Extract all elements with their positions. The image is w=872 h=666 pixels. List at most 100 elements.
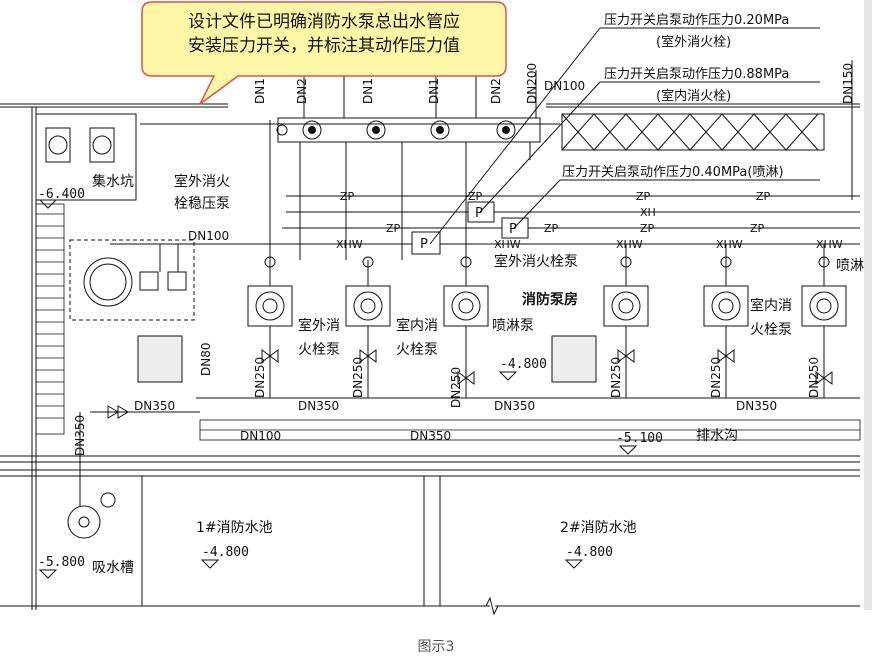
outdoor-pump-label-2: 火栓泵 (298, 342, 340, 358)
pump-set-1 (247, 256, 293, 398)
callout-bubble (141, 1, 507, 105)
suction-tank (35, 412, 143, 607)
pipe-size-dn100: DN100 (240, 429, 281, 443)
pipe-size-dn250: DN250 (709, 357, 723, 398)
sprinkler-cut-label: 喷淋 (836, 258, 864, 274)
pump-set-4 (603, 244, 649, 398)
annotation-outdoor-pressure: 压力开关启泵动作压力0.20MPa (604, 13, 789, 28)
zp-label: ZP (468, 190, 483, 203)
zp-label: ZP (640, 222, 655, 235)
concrete-blocks (137, 335, 597, 383)
trench-hatch (199, 419, 861, 441)
wall-hatch-left (35, 203, 65, 435)
pipe-size-dn350: DN350 (134, 399, 175, 413)
risers (269, 60, 853, 260)
pool1-level: -4.800 (202, 545, 249, 560)
xhw-label: XHW (816, 238, 843, 251)
annotation-outdoor-sub: (室外消火栓) (656, 34, 731, 50)
annotation-sprinkler-pressure: 压力开关启泵动作压力0.40MPa(喷淋) (562, 165, 784, 180)
pressure-switch-p: P (475, 206, 483, 221)
pump-room-level: -4.800 (500, 357, 547, 372)
pipe-size-dn250: DN250 (351, 357, 365, 398)
outdoor-pump-label-1: 室外消 (298, 317, 340, 334)
pump-set-2 (345, 256, 391, 398)
drain-ditch-label: 排水沟 (696, 428, 738, 444)
sump-level: -6.400 (38, 187, 85, 202)
sump-pit (35, 113, 137, 201)
pipe-size-dn1: DN1 (427, 78, 441, 104)
pipe-size-labels: DN250 DN250 DN250 DN250 DN250 DN250 DN80… (73, 63, 855, 456)
pipe-codes: ZP ZP ZP ZP XH ZP ZP ZP ZP XHW XHW XHW X… (336, 190, 843, 251)
annotation-leaders (429, 27, 820, 245)
xh-label: XH (640, 206, 656, 219)
callout-line-2: 安装压力开关，并标注其动作压力值 (188, 36, 460, 56)
xhw-label: XHW (336, 238, 363, 251)
pipe-size-dn350: DN350 (298, 399, 339, 413)
xhw-label: XHW (716, 238, 743, 251)
top-header (277, 117, 541, 143)
indoor-pump-label-2: 火栓泵 (396, 342, 438, 358)
level-markers (38, 199, 638, 579)
zp-label: ZP (750, 222, 765, 235)
pump-set-6 (801, 244, 847, 398)
pipe-size-dn100: DN100 (544, 79, 585, 93)
pipe-size-dn100: DN100 (188, 229, 229, 243)
indoor-pump-label-1: 室内消 (396, 317, 438, 334)
figure-caption: 图示3 (417, 639, 455, 655)
top-header-pumps (276, 120, 516, 140)
sump-label: 集水坑 (92, 173, 134, 190)
pipe-size-dn150: DN150 (841, 63, 855, 104)
pipe-size-dn250: DN250 (253, 357, 267, 398)
callout-line-1: 设计文件已明确消防水泵总出水管应 (188, 12, 460, 32)
zp-label: ZP (386, 222, 401, 235)
indoor-pump-b-label-2: 火栓泵 (750, 322, 792, 338)
pipe-size-dn1: DN1 (361, 78, 375, 104)
pool2-label: 2#消防水池 (560, 520, 637, 536)
pipe-size-dn350: DN350 (73, 415, 87, 456)
pool2-level: -4.800 (566, 545, 613, 560)
header-pipes (90, 195, 860, 413)
vertical-scrollbar[interactable] (864, 0, 872, 610)
pump-room-label: 消防泵房 (522, 291, 578, 308)
pipe-size-dn2: DN2 (295, 78, 309, 104)
pressure-annotations: 压力开关启泵动作压力0.20MPa (室外消火栓) 压力开关启泵动作压力0.88… (562, 13, 789, 180)
xhw-label: XHW (494, 238, 521, 251)
pressure-switch-p: P (420, 237, 428, 252)
xhw-label: XHW (616, 238, 643, 251)
room-labels: 集水坑 -6.400 室外消火 栓稳压泵 消防泵房 -4.800 室外消 火栓泵… (38, 173, 864, 576)
zp-label: ZP (636, 190, 651, 203)
pipe-size-dn350: DN350 (410, 429, 451, 443)
pipe-size-dn350: DN350 (494, 399, 535, 413)
pipe-size-dn250: DN250 (609, 357, 623, 398)
sprinkler-pump-label: 喷淋泵 (492, 318, 534, 334)
pipe-size-dn250: DN250 (807, 357, 821, 398)
pool1-label: 1#消防水池 (196, 520, 273, 536)
indoor-pump-b-label-1: 室内消 (750, 297, 792, 314)
pipe-size-dn200: DN200 (525, 63, 539, 104)
ditch-level: -5.100 (616, 431, 663, 446)
pipe-size-dn250: DN250 (449, 367, 463, 408)
stabilizer-label-2: 栓稳压泵 (174, 196, 230, 212)
truss-top (561, 113, 825, 151)
annotation-indoor-pressure: 压力开关启泵动作压力0.88MPa (604, 67, 789, 82)
break-mark (485, 596, 499, 616)
zp-label: ZP (544, 222, 559, 235)
callout-text: 设计文件已明确消防水泵总出水管应 安装压力开关，并标注其动作压力值 (148, 10, 500, 58)
annotation-indoor-sub: (室内消火栓) (656, 88, 731, 104)
zp-label: ZP (756, 190, 771, 203)
outdoor-pump-b-label: 室外消火栓泵 (494, 253, 578, 270)
pipe-size-dn1: DN1 (253, 78, 267, 104)
zp-label: ZP (340, 190, 355, 203)
pressure-switch-p: P (509, 222, 517, 237)
pipe-size-dn350: DN350 (736, 399, 777, 413)
stabilizer-label-1: 室外消火 (174, 173, 230, 190)
pipe-size-labels-h: DN100 DN100 DN350 DN350 DN350 DN350 DN10… (134, 79, 777, 443)
valves (107, 349, 833, 419)
pressure-switches: P P P (411, 201, 529, 255)
pump-set-5 (703, 244, 749, 398)
pump-set-3 (443, 256, 489, 398)
suction-level: -5.800 (38, 555, 85, 570)
stabilizer-tank (69, 239, 195, 321)
